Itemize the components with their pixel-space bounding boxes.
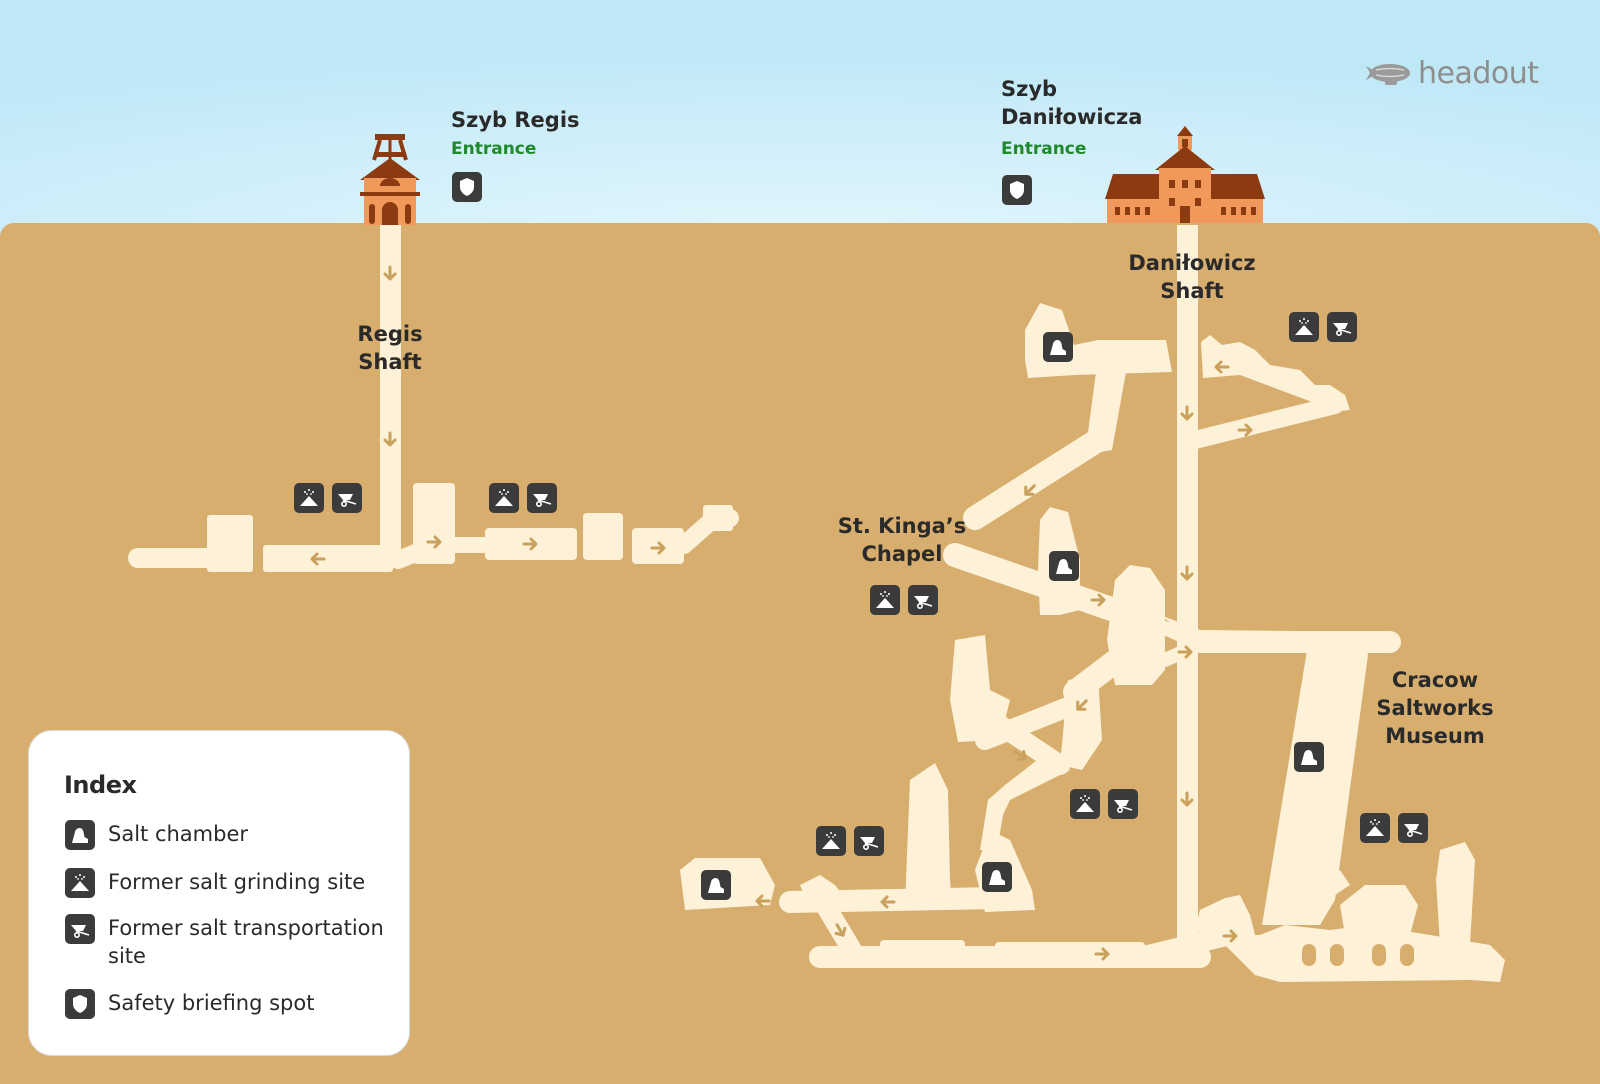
wheelbarrow-icon [854, 826, 884, 856]
legend-item: Safety briefing spot [65, 989, 388, 1019]
regis-entrance-name: Szyb Regis [451, 108, 580, 132]
salt-chamber-icon [65, 820, 95, 850]
arrow-down [1180, 405, 1194, 421]
wheelbarrow-icon [65, 914, 95, 944]
danilowicza-entrance-name: Szyb Daniłowicza [1001, 77, 1143, 129]
wheelbarrow-icon [332, 483, 362, 513]
brand-name: headout [1418, 56, 1539, 91]
gallery-detail [1302, 944, 1414, 966]
arrow-right [1177, 645, 1193, 659]
salt-grinding-icon [1070, 789, 1100, 819]
headout-logo: headout [1366, 56, 1539, 91]
arrow-down [383, 431, 397, 447]
arrow-right [1222, 929, 1238, 943]
arrow-right [1090, 593, 1106, 607]
arrow-down [1180, 565, 1194, 581]
arrow-down [1180, 791, 1194, 807]
arrow-right [426, 535, 442, 549]
wheelbarrow-icon [1398, 813, 1428, 843]
salt-grinding-icon [1289, 312, 1319, 342]
shield-icon [65, 989, 95, 1019]
wheelbarrow-icon [527, 483, 557, 513]
salt-grinding-icon [870, 585, 900, 615]
legend-item: Salt chamber [65, 820, 388, 850]
salt-chamber-icon [1049, 551, 1079, 581]
salt-grinding-icon [1360, 813, 1390, 843]
danilowicz-shaft-label: Daniłowicz Shaft [1128, 251, 1256, 303]
sky [0, 0, 1600, 240]
arrow-right [522, 537, 538, 551]
salt-chamber-icon [1043, 332, 1073, 362]
arrow-right [1094, 947, 1110, 961]
shield-icon [452, 172, 482, 202]
map-index: Index Salt chamber Former salt grinding … [28, 730, 410, 1056]
arrow-left [310, 552, 326, 566]
salt-grinding-icon [294, 483, 324, 513]
arrow-left [880, 895, 896, 909]
arrow-left [755, 894, 771, 908]
direction-arrows [310, 265, 1253, 961]
arrow-left [1214, 360, 1230, 374]
danilowicza-building [1105, 126, 1265, 223]
shield-icon [1002, 175, 1032, 205]
wheelbarrow-icon [1108, 789, 1138, 819]
regis-headframe [360, 134, 420, 225]
salt-grinding-icon [489, 483, 519, 513]
salt-grinding-icon [65, 868, 95, 898]
arrow-downleft [1024, 484, 1036, 496]
salt-chamber-icon [982, 862, 1012, 892]
danilowicza-entrance-tag: Entrance [1001, 139, 1087, 159]
legend-label: Former salt grinding site [108, 870, 366, 894]
arrow-downright [1013, 749, 1027, 762]
regis-shaft-label: Regis Shaft [357, 322, 423, 374]
legend-label: Salt chamber [108, 822, 249, 846]
index-title: Index [64, 771, 137, 799]
museum-label: Cracow Saltworks Museum [1376, 668, 1494, 748]
blimp-icon [1366, 63, 1410, 85]
regis-entrance-tag: Entrance [451, 139, 537, 159]
salt-grinding-icon [816, 826, 846, 856]
salt-chamber-icon [1294, 742, 1324, 772]
arrow-downright [834, 923, 847, 937]
chapel-label: St. Kinga’s Chapel [837, 514, 967, 566]
legend-label: Former salt transportation site [108, 916, 384, 968]
wheelbarrow-icon [908, 585, 938, 615]
legend-label: Safety briefing spot [108, 991, 315, 1015]
arrow-down [383, 265, 397, 281]
arrow-right [650, 541, 666, 555]
wheelbarrow-icon [1327, 312, 1357, 342]
arrow-right [1237, 423, 1253, 437]
arrow-downleft [1076, 699, 1088, 711]
salt-chamber-icon [701, 870, 731, 900]
legend-item: Former salt grinding site [65, 868, 388, 898]
legend-item: Former salt transportation site [65, 914, 388, 970]
